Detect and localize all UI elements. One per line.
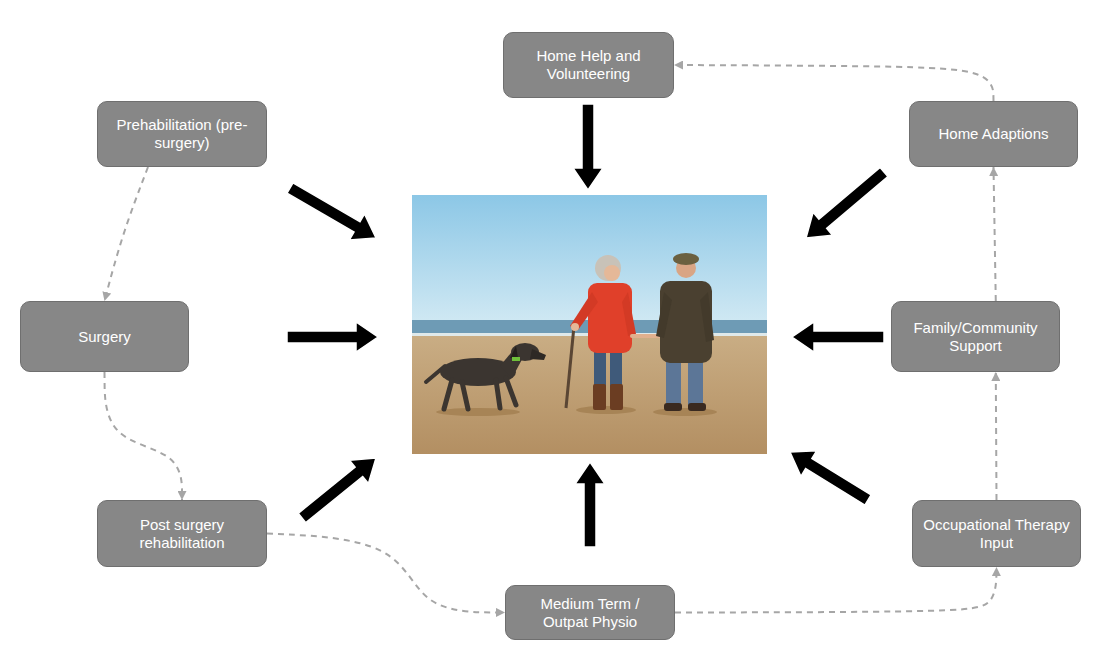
box-label: Medium Term / Outpat Physio <box>516 595 664 631</box>
block-arrow <box>806 167 888 238</box>
dashed-connector <box>675 567 997 613</box>
box-label: Surgery <box>78 328 131 346</box>
beach-photo <box>412 195 767 454</box>
block-arrow <box>792 322 884 352</box>
process-box: Home Help and Volunteering <box>503 32 674 98</box>
process-box: Occupational Therapy Input <box>912 500 1081 567</box>
block-arrow <box>298 458 376 523</box>
box-label: Post surgery rehabilitation <box>108 516 256 552</box>
box-label: Family/Community Support <box>902 319 1049 355</box>
contribution-arrows <box>287 104 888 547</box>
block-arrow <box>287 183 376 240</box>
dashed-connector <box>994 167 996 301</box>
process-box: Surgery <box>20 301 189 372</box>
dashed-connector <box>995 372 998 500</box>
dashed-connector <box>105 372 183 500</box>
man-shadow <box>653 408 717 416</box>
sand <box>412 336 767 454</box>
box-label: Home Adaptions <box>938 125 1048 143</box>
block-arrow <box>287 322 378 352</box>
process-box: Family/Community Support <box>891 301 1060 372</box>
block-arrow <box>575 462 605 547</box>
man-walking <box>656 253 714 411</box>
dashed-connector <box>674 65 994 101</box>
woman-walking <box>566 255 636 410</box>
process-box: Prehabilitation (pre-surgery) <box>97 101 267 167</box>
process-box: Medium Term / Outpat Physio <box>505 585 675 640</box>
dashed-connector <box>267 534 505 613</box>
process-box: Post surgery rehabilitation <box>97 500 267 567</box>
box-label: Occupational Therapy Input <box>923 516 1070 552</box>
block-arrow <box>790 451 871 505</box>
dog <box>426 343 546 409</box>
dog-shadow <box>436 408 520 416</box>
held-hands <box>632 334 660 338</box>
box-label: Home Help and Volunteering <box>514 47 663 83</box>
dashed-connector <box>105 167 149 301</box>
block-arrow <box>573 104 603 190</box>
box-label: Prehabilitation (pre-surgery) <box>108 116 256 152</box>
process-box: Home Adaptions <box>909 101 1078 167</box>
